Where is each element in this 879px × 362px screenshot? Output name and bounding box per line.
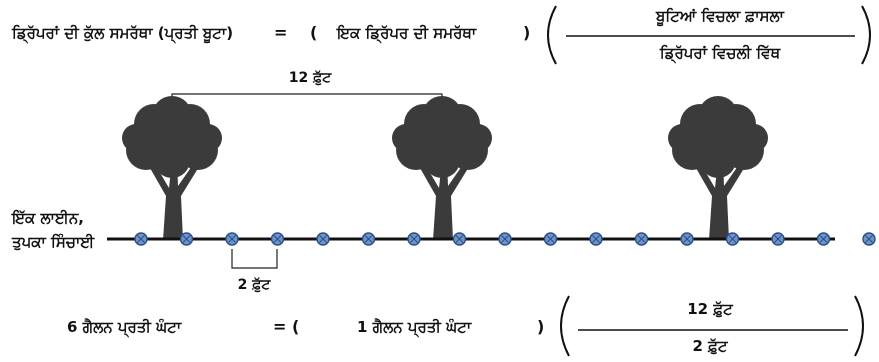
dripper-icon	[634, 232, 649, 246]
dripper-spacing-label: 2 ਫ਼ੁੱਟ	[237, 277, 271, 293]
dripper-icon	[134, 232, 148, 246]
top-formula-equals: =	[274, 23, 288, 42]
bottom-fraction-numerator: 12 ਫ਼ੁੱਟ	[687, 300, 733, 318]
tree-icon	[392, 96, 492, 240]
top-fraction-denominator: ਡ੍ਰਿੱਪਰਾਂ ਵਿਚਲੀ ਵਿੱਥ	[659, 44, 781, 62]
tree-spacing-bracket	[171, 93, 443, 111]
line-label-1: ਇੱਕ ਲਾਈਨ,	[12, 209, 84, 227]
top-formula-open-paren: (	[310, 23, 318, 42]
dripper-icon	[498, 232, 512, 246]
drippers-group	[134, 232, 876, 246]
bottom-formula-equals: = (	[273, 317, 300, 336]
trees-group	[122, 96, 768, 240]
dripper-icon	[771, 232, 785, 246]
top-formula-close-paren: )	[523, 23, 531, 42]
tree-spacing-label: 12 ਫ਼ੁੱਟ	[288, 70, 332, 86]
line-label-2: ਤੁਪਕਾ ਸਿੰਚਾਈ	[12, 233, 95, 251]
tree-icon	[122, 96, 222, 240]
dripper-icon	[316, 232, 330, 246]
tree-icon	[668, 96, 768, 240]
dripper-icon	[361, 232, 376, 246]
dripper-icon	[862, 232, 876, 246]
dripper-icon	[589, 232, 603, 246]
dripper-icon	[725, 232, 740, 246]
dripper-icon	[407, 232, 421, 246]
bottom-fraction-denominator: 2 ਫ਼ੁੱਟ	[692, 337, 728, 355]
bottom-formula-close-paren: )	[537, 317, 545, 336]
top-big-open-paren	[547, 5, 557, 65]
dripper-spacing-bracket	[231, 249, 278, 269]
dripper-icon	[225, 232, 239, 246]
dripper-icon	[680, 232, 694, 246]
bottom-formula-lhs: 6 ਗੈਲਨ ਪ੍ਰਤੀ ਘੰਟਾ	[67, 318, 182, 336]
dripper-icon	[543, 232, 558, 246]
bottom-formula-term: 1 ਗੈਲਨ ਪ੍ਰਤੀ ਘੰਟਾ	[357, 318, 472, 336]
top-formula-term: ਇਕ ਡ੍ਰਿੱਪਰ ਦੀ ਸਮਰੱਥਾ	[337, 24, 477, 42]
top-fraction-numerator: ਬੂਟਿਆਂ ਵਿਚਲਾ ਫ਼ਾਸਲਾ	[656, 7, 784, 25]
bottom-big-close-paren	[854, 295, 864, 357]
top-formula-lhs: ਡ੍ਰਿੱਪਰਾਂ ਦੀ ਕੁੱਲ ਸਮਰੱਥਾ (ਪ੍ਰਤੀ ਬੂਟਾ)	[12, 24, 234, 42]
dripper-icon	[179, 232, 194, 246]
bottom-big-open-paren	[560, 295, 570, 357]
dripper-icon	[816, 232, 831, 246]
dripper-icon	[270, 232, 285, 246]
dripper-icon	[452, 232, 467, 246]
top-big-close-paren	[861, 5, 871, 65]
